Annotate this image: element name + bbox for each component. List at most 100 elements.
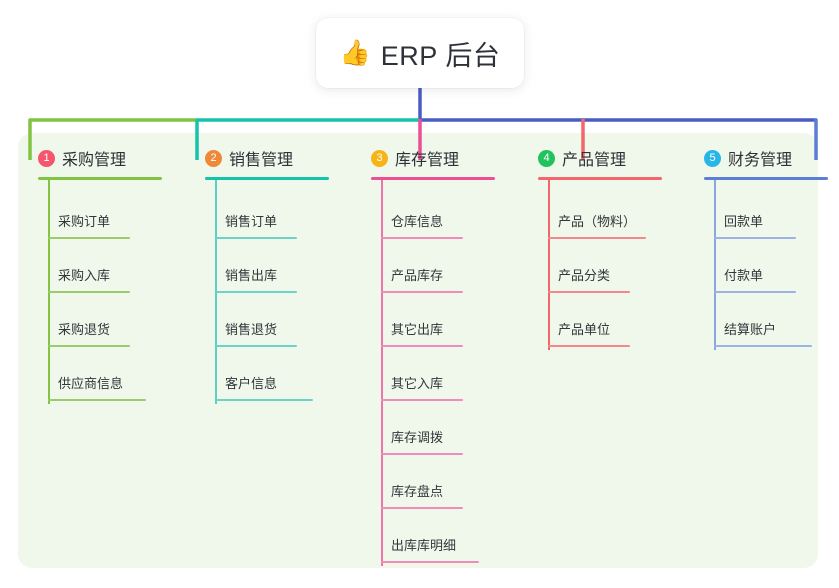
item-label: 其它入库: [391, 376, 444, 391]
list-item[interactable]: 客户信息: [185, 347, 345, 401]
item-label: 产品分类: [558, 268, 611, 283]
item-label: 供应商信息: [58, 376, 124, 391]
list-item[interactable]: 库存盘点: [351, 455, 511, 509]
item-rule: [714, 291, 796, 293]
thumbs-up-icon: 👍: [339, 38, 371, 67]
branch-rule-1: [38, 177, 162, 180]
list-item[interactable]: 销售退货: [185, 293, 345, 347]
item-label: 出库库明细: [391, 538, 457, 553]
item-label: 其它出库: [391, 322, 444, 337]
item-label: 销售退货: [225, 322, 278, 337]
branch-column-5: 5 财务管理 回款单 付款单 结算账户: [684, 146, 839, 350]
list-item[interactable]: 其它入库: [351, 347, 511, 401]
branches-panel: [18, 133, 818, 568]
branch-header-5[interactable]: 5 财务管理: [684, 146, 839, 170]
item-label: 客户信息: [225, 376, 278, 391]
item-label: 库存盘点: [391, 484, 444, 499]
item-label: 采购订单: [58, 214, 111, 229]
branch-stem-5: [714, 180, 716, 350]
item-rule: [381, 561, 479, 563]
item-rule: [381, 399, 463, 401]
item-rule: [48, 399, 146, 401]
item-rule: [48, 237, 130, 239]
branch-badge-4: 4: [538, 149, 555, 167]
branch-badge-1: 1: [38, 149, 55, 167]
branch-badge-3: 3: [371, 149, 388, 167]
branch-badge-5: 5: [704, 149, 721, 167]
list-item[interactable]: 产品单位: [518, 293, 678, 347]
item-rule: [548, 345, 630, 347]
root-title-card[interactable]: 👍 ERP 后台: [316, 18, 524, 88]
branch-items-5: 回款单 付款单 结算账户: [684, 185, 839, 347]
branch-header-3[interactable]: 3 库存管理: [351, 146, 511, 170]
item-rule: [548, 237, 646, 239]
branch-header-4[interactable]: 4 产品管理: [518, 146, 678, 170]
list-item[interactable]: 仓库信息: [351, 185, 511, 239]
list-item[interactable]: 产品库存: [351, 239, 511, 293]
branch-title-1: 采购管理: [62, 152, 127, 169]
item-label: 付款单: [724, 268, 764, 283]
item-rule: [215, 345, 297, 347]
branch-badge-2: 2: [205, 149, 222, 167]
item-label: 销售出库: [225, 268, 278, 283]
item-rule: [381, 507, 463, 509]
branch-rule-2: [205, 177, 329, 180]
branch-rule-5: [704, 177, 828, 180]
branch-header-2[interactable]: 2 销售管理: [185, 146, 345, 170]
branch-items-2: 销售订单 销售出库 销售退货 客户信息: [185, 185, 345, 401]
branch-rule-3: [371, 177, 495, 180]
list-item[interactable]: 采购退货: [18, 293, 178, 347]
list-item[interactable]: 产品（物料）: [518, 185, 678, 239]
item-label: 产品（物料）: [558, 214, 637, 229]
branch-column-4: 4 产品管理 产品（物料） 产品分类 产品单位: [518, 146, 678, 350]
branch-items-3: 仓库信息 产品库存 其它出库 其它入库 库存调拨 库存盘点: [351, 185, 511, 563]
item-label: 产品单位: [558, 322, 611, 337]
branch-column-2: 2 销售管理 销售订单 销售出库 销售退货 客户信息: [185, 146, 345, 404]
branch-stem-3: [381, 180, 383, 566]
branch-title-4: 产品管理: [562, 152, 627, 169]
list-item[interactable]: 回款单: [684, 185, 839, 239]
branch-title-3: 库存管理: [395, 152, 460, 169]
item-label: 采购退货: [58, 322, 111, 337]
list-item[interactable]: 销售订单: [185, 185, 345, 239]
item-label: 销售订单: [225, 214, 278, 229]
list-item[interactable]: 供应商信息: [18, 347, 178, 401]
item-rule: [215, 237, 297, 239]
list-item[interactable]: 采购入库: [18, 239, 178, 293]
list-item[interactable]: 采购订单: [18, 185, 178, 239]
item-label: 结算账户: [724, 322, 777, 337]
branch-items-4: 产品（物料） 产品分类 产品单位: [518, 185, 678, 347]
item-rule: [714, 237, 796, 239]
branch-stem-4: [548, 180, 550, 350]
item-rule: [381, 237, 463, 239]
item-label: 回款单: [724, 214, 764, 229]
item-label: 仓库信息: [391, 214, 444, 229]
list-item[interactable]: 付款单: [684, 239, 839, 293]
item-label: 采购入库: [58, 268, 111, 283]
item-rule: [48, 291, 130, 293]
page-title: ERP 后台: [380, 40, 501, 71]
list-item[interactable]: 产品分类: [518, 239, 678, 293]
item-rule: [215, 399, 313, 401]
item-rule: [215, 291, 297, 293]
item-rule: [381, 345, 463, 347]
list-item[interactable]: 库存调拨: [351, 401, 511, 455]
branch-rule-4: [538, 177, 662, 180]
branch-title-2: 销售管理: [229, 152, 294, 169]
item-rule: [381, 291, 463, 293]
item-rule: [381, 453, 463, 455]
list-item[interactable]: 其它出库: [351, 293, 511, 347]
branch-title-5: 财务管理: [728, 152, 793, 169]
item-rule: [548, 291, 630, 293]
item-label: 产品库存: [391, 268, 444, 283]
list-item[interactable]: 出库库明细: [351, 509, 511, 563]
branch-header-1[interactable]: 1 采购管理: [18, 146, 178, 170]
item-rule: [48, 345, 130, 347]
list-item[interactable]: 销售出库: [185, 239, 345, 293]
list-item[interactable]: 结算账户: [684, 293, 839, 347]
branch-column-3: 3 库存管理 仓库信息 产品库存 其它出库 其它入库 库存调拨: [351, 146, 511, 566]
branch-column-1: 1 采购管理 采购订单 采购入库 采购退货 供应商信息: [18, 146, 178, 404]
branch-items-1: 采购订单 采购入库 采购退货 供应商信息: [18, 185, 178, 401]
